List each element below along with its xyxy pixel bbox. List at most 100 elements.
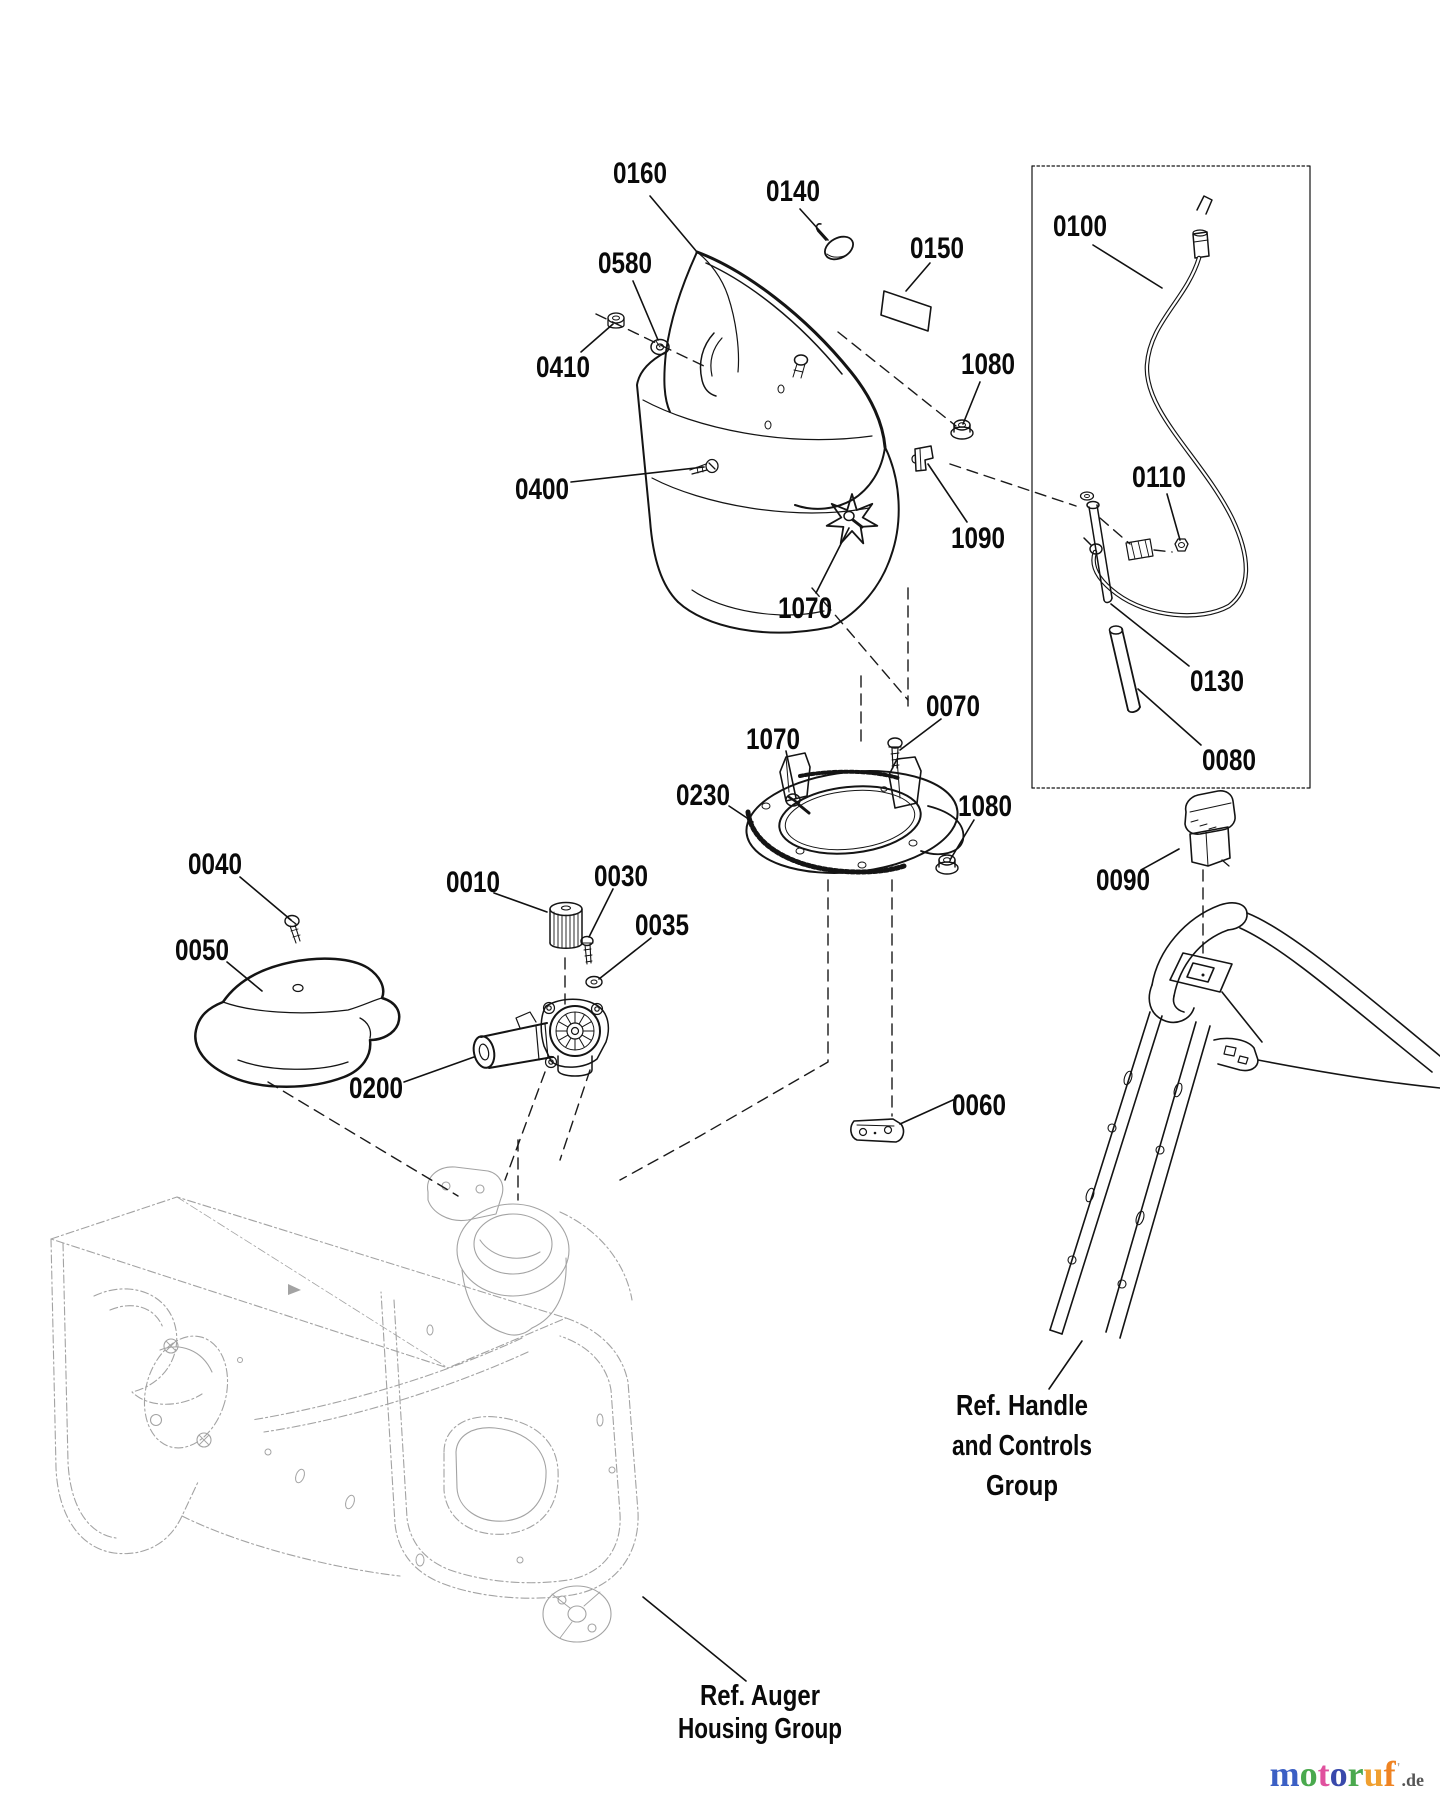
rail-front-outer xyxy=(1049,1011,1151,1331)
screw-0030 xyxy=(580,935,594,965)
leader-1080-ring xyxy=(949,819,975,861)
motor-collar xyxy=(535,1023,549,1061)
leader-0030 xyxy=(588,888,614,938)
part-label-0160: 0160 xyxy=(613,157,667,190)
motor-end-cap-inner xyxy=(478,1043,490,1061)
leader-0100 xyxy=(1092,244,1163,289)
leader-0130 xyxy=(1110,603,1190,667)
leader-1070-ring xyxy=(785,750,797,799)
motor-drum xyxy=(557,1055,593,1077)
leader-0230 xyxy=(728,805,754,823)
part-label-0230: 0230 xyxy=(676,779,730,812)
logo-letter: m xyxy=(1269,1754,1300,1794)
leader-0110 xyxy=(1166,493,1181,541)
logo-suffix: .de xyxy=(1401,1770,1425,1790)
handle-frame xyxy=(1049,902,1440,1339)
part-label-0040: 0040 xyxy=(188,848,242,881)
cable-ferrule-top xyxy=(1192,229,1208,237)
frame-brace xyxy=(1221,991,1263,1043)
part-label-0150: 0150 xyxy=(910,232,964,265)
cable-ferrule xyxy=(1192,231,1210,259)
motor-gear-center xyxy=(570,1026,580,1036)
part-label-0110: 0110 xyxy=(1132,461,1186,494)
rail-front-end xyxy=(1049,1329,1063,1335)
cover-0050 xyxy=(194,957,401,1088)
clip-1090 xyxy=(911,445,934,472)
chute-screw-head xyxy=(793,354,809,366)
bearing-flange-arc xyxy=(159,1346,213,1373)
flange-nut-1080-ring xyxy=(935,854,959,875)
housing-channel-band-2 xyxy=(263,1351,529,1433)
housing-right-plate-inner xyxy=(393,1299,621,1584)
screw-0040 xyxy=(284,914,301,944)
ring-bracket-right-fold xyxy=(896,758,901,799)
part-label-0050: 0050 xyxy=(175,934,229,967)
logo-letter: o xyxy=(1329,1754,1348,1794)
ring-right-lobe xyxy=(920,805,965,855)
tube-0080 xyxy=(1108,625,1141,714)
chute-rivet xyxy=(777,384,785,394)
leader-1070-chute xyxy=(815,527,850,594)
chute-ring-gear xyxy=(745,752,965,875)
leader-0010 xyxy=(493,892,548,913)
handlebar-tube-inner xyxy=(1173,929,1229,997)
washer-0580 xyxy=(650,338,670,356)
part-label-0060: 0060 xyxy=(952,1089,1006,1122)
motoruf-logo: motoruf'.de xyxy=(1270,1756,1424,1792)
housing-left-plate-inner xyxy=(62,1242,117,1539)
part-label-1080-top: 1080 xyxy=(961,348,1015,381)
star-burst xyxy=(825,493,879,545)
impeller-opening-inner xyxy=(455,1427,547,1522)
housing-small-holes xyxy=(237,1324,616,1567)
motor-0200 xyxy=(472,998,610,1077)
collar-bracket xyxy=(427,1166,504,1222)
part-label-0200: 0200 xyxy=(349,1072,403,1105)
leader-0070 xyxy=(899,718,942,751)
ref-auger-housing-line-1: Ref. Auger xyxy=(700,1680,820,1712)
rail-holes xyxy=(1067,1070,1183,1289)
ring-holes xyxy=(761,786,918,869)
clamp-hole-2 xyxy=(1237,1055,1249,1065)
rail-rear-inner xyxy=(1119,1025,1211,1339)
housing-channel-band-1 xyxy=(251,1337,523,1421)
leader-0040 xyxy=(239,876,292,921)
washer-0035 xyxy=(585,975,603,989)
flange-bolts xyxy=(149,1338,212,1448)
leader-0150 xyxy=(905,262,931,292)
rail-front-inner xyxy=(1061,1015,1163,1335)
switch-bracket xyxy=(1169,952,1233,993)
part-label-0080: 0080 xyxy=(1202,744,1256,777)
part-label-0010: 0010 xyxy=(446,866,500,899)
handlebar-curl-inner xyxy=(1172,995,1185,1013)
chute-bottom xyxy=(677,601,832,634)
leader-lines xyxy=(226,195,1202,1682)
part-label-0090: 0090 xyxy=(1096,864,1150,897)
deflector-rolled-edge xyxy=(705,262,843,375)
cable-clip-0140 xyxy=(815,223,854,261)
switch-bracket-dot xyxy=(1201,973,1205,977)
deflector-top-edge xyxy=(695,250,887,449)
spoked-hub xyxy=(542,1585,612,1643)
deflector-left-edge xyxy=(663,251,698,413)
part-labels: 0160014001500100058004100400108010901070… xyxy=(175,157,1256,1745)
nut-0110 xyxy=(1174,538,1189,552)
part-label-0100: 0100 xyxy=(1053,210,1107,243)
part-label-1080-ring: 1080 xyxy=(958,790,1012,823)
part-label-0070: 0070 xyxy=(926,690,980,723)
rod-0130 xyxy=(1079,491,1113,604)
leader-0410 xyxy=(580,323,614,353)
chute-screw-threads xyxy=(792,363,806,379)
ring-inner-rim xyxy=(784,789,916,851)
star-bolt-shaft xyxy=(851,518,864,529)
logo-tick: ' xyxy=(1396,1761,1401,1776)
handlebar-tube xyxy=(1151,902,1248,986)
leader-0200 xyxy=(403,1056,475,1083)
housing-comma-cutout xyxy=(93,1288,203,1405)
clamp-hole-1 xyxy=(1223,1045,1237,1057)
leader-0035 xyxy=(598,937,652,980)
cable-hook xyxy=(1196,195,1213,215)
ring-inner xyxy=(778,785,922,855)
leader-0140 xyxy=(799,208,829,241)
part-label-0580: 0580 xyxy=(598,247,652,280)
handlebar-curl xyxy=(1148,984,1195,1024)
